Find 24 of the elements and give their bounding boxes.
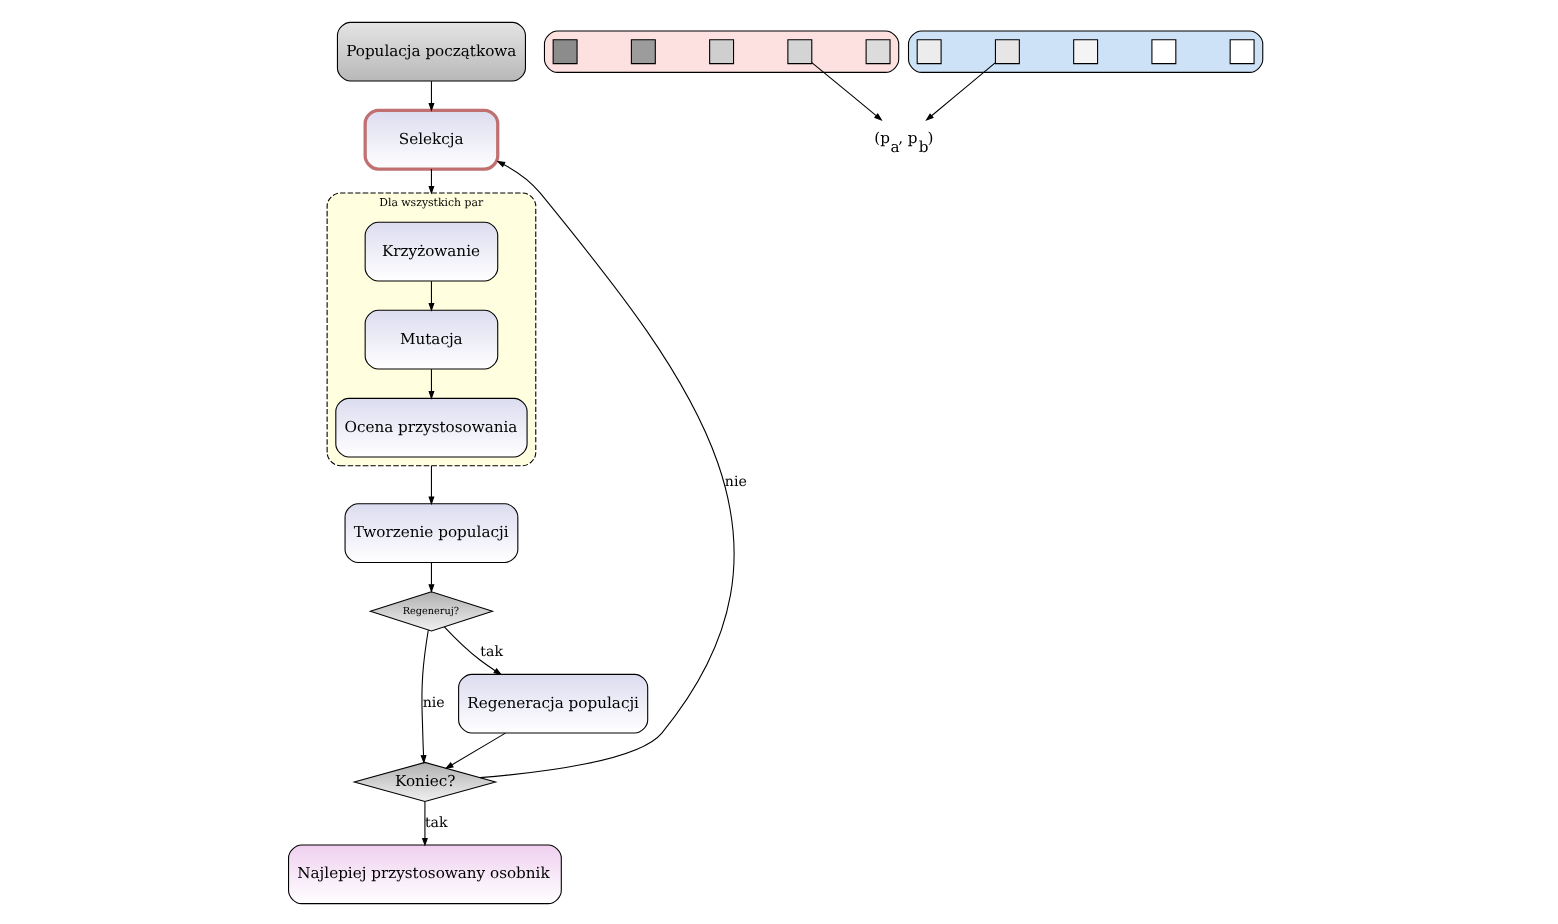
arrow [427,279,434,311]
arrow [427,560,434,592]
node-box [864,38,890,64]
arrow [427,79,434,111]
arrow [810,61,882,120]
arrow [443,731,505,769]
node-box [1072,38,1098,64]
arrow [924,61,995,121]
arrow [427,367,434,399]
node-box [1150,38,1176,64]
node-box [629,38,655,64]
arrow [478,159,734,778]
arrow [419,628,428,763]
cluster [906,29,1263,72]
arrow [442,625,502,675]
cluster [542,29,899,72]
node-box [708,38,734,64]
node-box [1228,38,1254,64]
arrow [420,800,427,846]
node-box [786,38,812,64]
node-box [915,38,941,64]
arrow [427,464,434,505]
node-box [551,38,577,64]
node-box [993,38,1019,64]
